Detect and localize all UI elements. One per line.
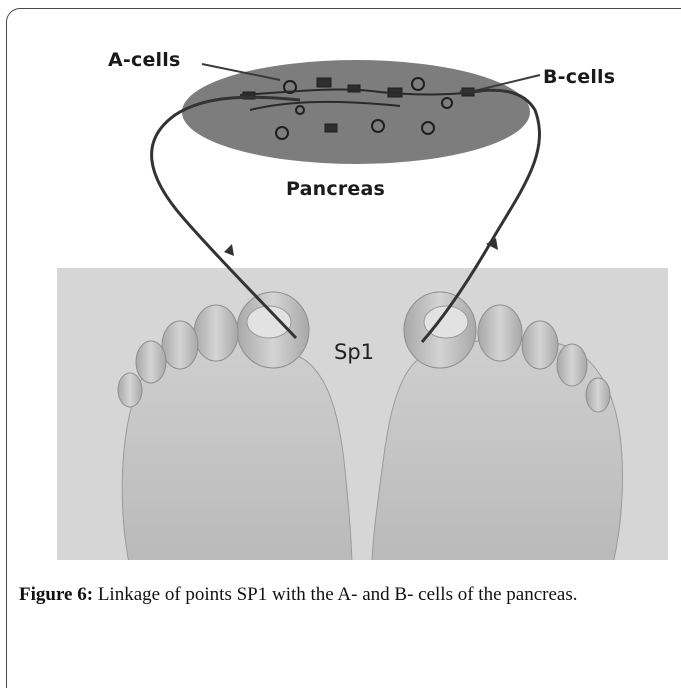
figure-caption: Figure 6: Linkage of points SP1 with the… (19, 581, 665, 609)
arrow-left (224, 244, 234, 256)
caption-text: Linkage of points SP1 with the A- and B-… (93, 584, 577, 605)
right-toe-5 (586, 378, 610, 412)
left-toe-4 (136, 341, 166, 383)
left-toe-3 (162, 321, 198, 369)
label-sp1: Sp1 (334, 340, 374, 364)
left-toe-2 (194, 305, 238, 361)
pancreas-oval (182, 60, 530, 164)
left-toe-5 (118, 373, 142, 407)
right-toe-2 (478, 305, 522, 361)
right-toe-4 (557, 344, 587, 386)
label-a-cells: A-cells (108, 49, 180, 71)
label-pancreas: Pancreas (286, 178, 385, 200)
caption-lead: Figure 6: (19, 584, 93, 605)
right-toe-3 (522, 321, 558, 369)
figure-6: A-cells B-cells Pancreas Sp1 (0, 0, 681, 560)
label-b-cells: B-cells (543, 66, 615, 88)
